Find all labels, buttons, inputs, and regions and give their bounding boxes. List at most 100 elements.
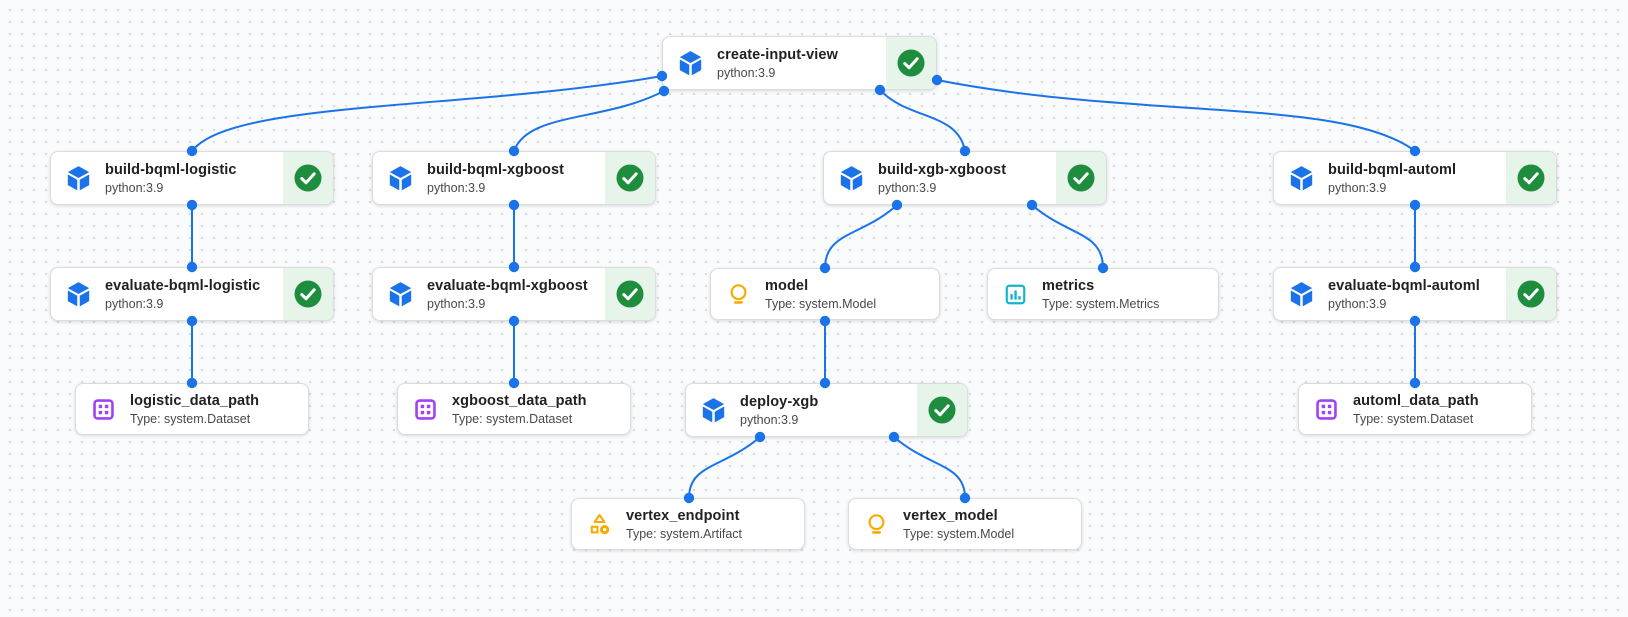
node-build-bqml-automl[interactable]: build-bqml-automl python:3.9 xyxy=(1273,151,1557,205)
edge-deploy-xgb-to-vertex_endpoint xyxy=(688,436,761,499)
node-build-bqml-xgboost[interactable]: build-bqml-xgboost python:3.9 xyxy=(372,151,656,205)
node-subtitle: python:3.9 xyxy=(427,180,486,195)
node-evaluate-bqml-xgboost[interactable]: evaluate-bqml-xgboost python:3.9 xyxy=(372,267,656,321)
node-text: build-xgb-xgboost python:3.9 xyxy=(878,161,1056,196)
metrics-chart-icon xyxy=(988,282,1042,307)
node-text: evaluate-bqml-automl python:3.9 xyxy=(1328,277,1506,312)
status-panel-succeeded xyxy=(605,152,655,204)
node-title: build-bqml-automl xyxy=(1328,161,1457,178)
check-circle-icon xyxy=(616,164,644,192)
status-panel-succeeded xyxy=(605,268,655,320)
edge-build-xgb-xgboost-to-metrics xyxy=(1031,204,1104,269)
node-subtitle: python:3.9 xyxy=(740,412,799,427)
dataset-icon xyxy=(76,397,130,422)
component-cube-icon xyxy=(1274,165,1328,192)
node-title: build-xgb-xgboost xyxy=(878,161,1007,178)
component-cube-icon xyxy=(51,165,105,192)
component-cube-icon xyxy=(373,165,427,192)
component-cube-icon xyxy=(51,281,105,308)
node-title: model xyxy=(765,277,809,294)
component-cube-icon xyxy=(1274,281,1328,308)
node-evaluate-bqml-automl[interactable]: evaluate-bqml-automl python:3.9 xyxy=(1273,267,1557,321)
node-text: evaluate-bqml-logistic python:3.9 xyxy=(105,277,283,312)
model-lightbulb-icon xyxy=(849,512,903,537)
node-subtitle: Type: system.Model xyxy=(903,526,1015,541)
check-circle-icon xyxy=(928,396,956,424)
check-circle-icon xyxy=(616,280,644,308)
check-circle-icon xyxy=(294,280,322,308)
dataset-icon xyxy=(1299,397,1353,422)
node-subtitle: python:3.9 xyxy=(105,180,164,195)
component-cube-icon xyxy=(373,281,427,308)
node-title: evaluate-bqml-xgboost xyxy=(427,277,588,294)
node-title: build-bqml-xgboost xyxy=(427,161,565,178)
status-panel-succeeded xyxy=(1056,152,1106,204)
status-panel-succeeded xyxy=(917,384,967,436)
node-subtitle: Type: system.Dataset xyxy=(1353,411,1474,426)
artifact-shapes-icon xyxy=(572,512,626,537)
component-cube-icon xyxy=(686,397,740,424)
node-subtitle: python:3.9 xyxy=(1328,180,1387,195)
node-title: logistic_data_path xyxy=(130,392,260,409)
dataset-icon xyxy=(398,397,452,422)
node-subtitle: Type: system.Artifact xyxy=(626,526,743,541)
status-panel-succeeded xyxy=(1506,268,1556,320)
node-subtitle: python:3.9 xyxy=(105,296,164,311)
node-text: create-input-view python:3.9 xyxy=(717,46,886,81)
edge-deploy-xgb-to-vertex_model xyxy=(893,436,966,499)
edge-create-input-view-to-build-bqml-logistic xyxy=(191,75,663,152)
node-create-input-view[interactable]: create-input-view python:3.9 xyxy=(662,36,937,90)
node-subtitle: python:3.9 xyxy=(878,180,937,195)
node-text: build-bqml-automl python:3.9 xyxy=(1328,161,1506,196)
edge-create-input-view-to-build-bqml-xgboost xyxy=(513,90,665,152)
node-text: build-bqml-xgboost python:3.9 xyxy=(427,161,605,196)
node-title: evaluate-bqml-automl xyxy=(1328,277,1480,294)
node-build-xgb-xgboost[interactable]: build-xgb-xgboost python:3.9 xyxy=(823,151,1107,205)
check-circle-icon xyxy=(897,49,925,77)
status-panel-succeeded xyxy=(886,37,936,89)
node-build-bqml-logistic[interactable]: build-bqml-logistic python:3.9 xyxy=(50,151,334,205)
check-circle-icon xyxy=(1517,164,1545,192)
node-title: vertex_endpoint xyxy=(626,507,740,524)
node-subtitle: Type: system.Dataset xyxy=(452,411,573,426)
node-subtitle: python:3.9 xyxy=(427,296,486,311)
node-subtitle: Type: system.Dataset xyxy=(130,411,251,426)
node-title: metrics xyxy=(1042,277,1095,294)
node-subtitle: python:3.9 xyxy=(717,65,776,80)
status-panel-succeeded xyxy=(283,268,333,320)
edge-build-xgb-xgboost-to-model xyxy=(824,204,898,269)
status-panel-succeeded xyxy=(1506,152,1556,204)
node-title: build-bqml-logistic xyxy=(105,161,237,178)
node-subtitle: Type: system.Model xyxy=(765,296,877,311)
node-text: build-bqml-logistic python:3.9 xyxy=(105,161,283,196)
check-circle-icon xyxy=(1067,164,1095,192)
node-evaluate-bqml-logistic[interactable]: evaluate-bqml-logistic python:3.9 xyxy=(50,267,334,321)
node-subtitle: Type: system.Metrics xyxy=(1042,296,1160,311)
node-title: evaluate-bqml-logistic xyxy=(105,277,261,294)
node-title: create-input-view xyxy=(717,46,838,63)
component-cube-icon xyxy=(663,50,717,77)
edge-create-input-view-to-build-xgb-xgboost xyxy=(879,89,966,152)
edge-create-input-view-to-build-bqml-automl xyxy=(936,79,1416,152)
model-lightbulb-icon xyxy=(711,282,765,307)
node-subtitle: python:3.9 xyxy=(1328,296,1387,311)
node-title: xgboost_data_path xyxy=(452,392,587,409)
check-circle-icon xyxy=(1517,280,1545,308)
